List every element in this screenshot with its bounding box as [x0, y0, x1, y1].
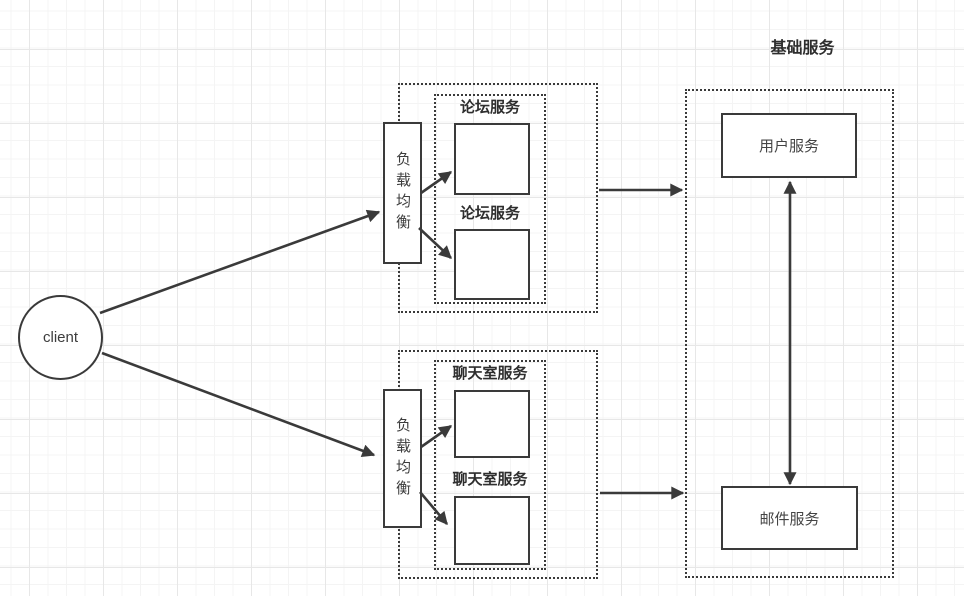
- chat-load-balancer: 负载均衡: [383, 389, 422, 528]
- user-service-node: 用户服务: [721, 113, 857, 178]
- chat-load-balancer-label: 负载均衡: [394, 416, 411, 501]
- forum-service-group: [434, 94, 546, 304]
- forum-load-balancer: 负载均衡: [383, 122, 422, 264]
- chat-service-group: [434, 360, 546, 570]
- base-services-title: 基础服务: [770, 40, 835, 57]
- forum-service-group-label-1: 论坛服务: [459, 99, 520, 116]
- client-label: client: [42, 329, 79, 346]
- client-node: client: [18, 295, 103, 380]
- base-services-container: [685, 89, 894, 578]
- user-service-label: 用户服务: [758, 138, 819, 155]
- chat-service-instance-1: [454, 390, 530, 458]
- forum-load-balancer-label: 负载均衡: [394, 151, 411, 235]
- chat-service-group-label-2: 聊天室服务: [452, 471, 528, 488]
- forum-service-instance-2: [454, 229, 530, 300]
- chat-service-group-label-1: 聊天室服务: [452, 365, 528, 382]
- forum-service-instance-1: [454, 123, 530, 195]
- mail-service-label: 邮件服务: [759, 510, 820, 528]
- mail-service-node: 邮件服务: [721, 486, 858, 550]
- forum-service-group-label-2: 论坛服务: [459, 205, 520, 222]
- chat-service-instance-2: [454, 496, 530, 565]
